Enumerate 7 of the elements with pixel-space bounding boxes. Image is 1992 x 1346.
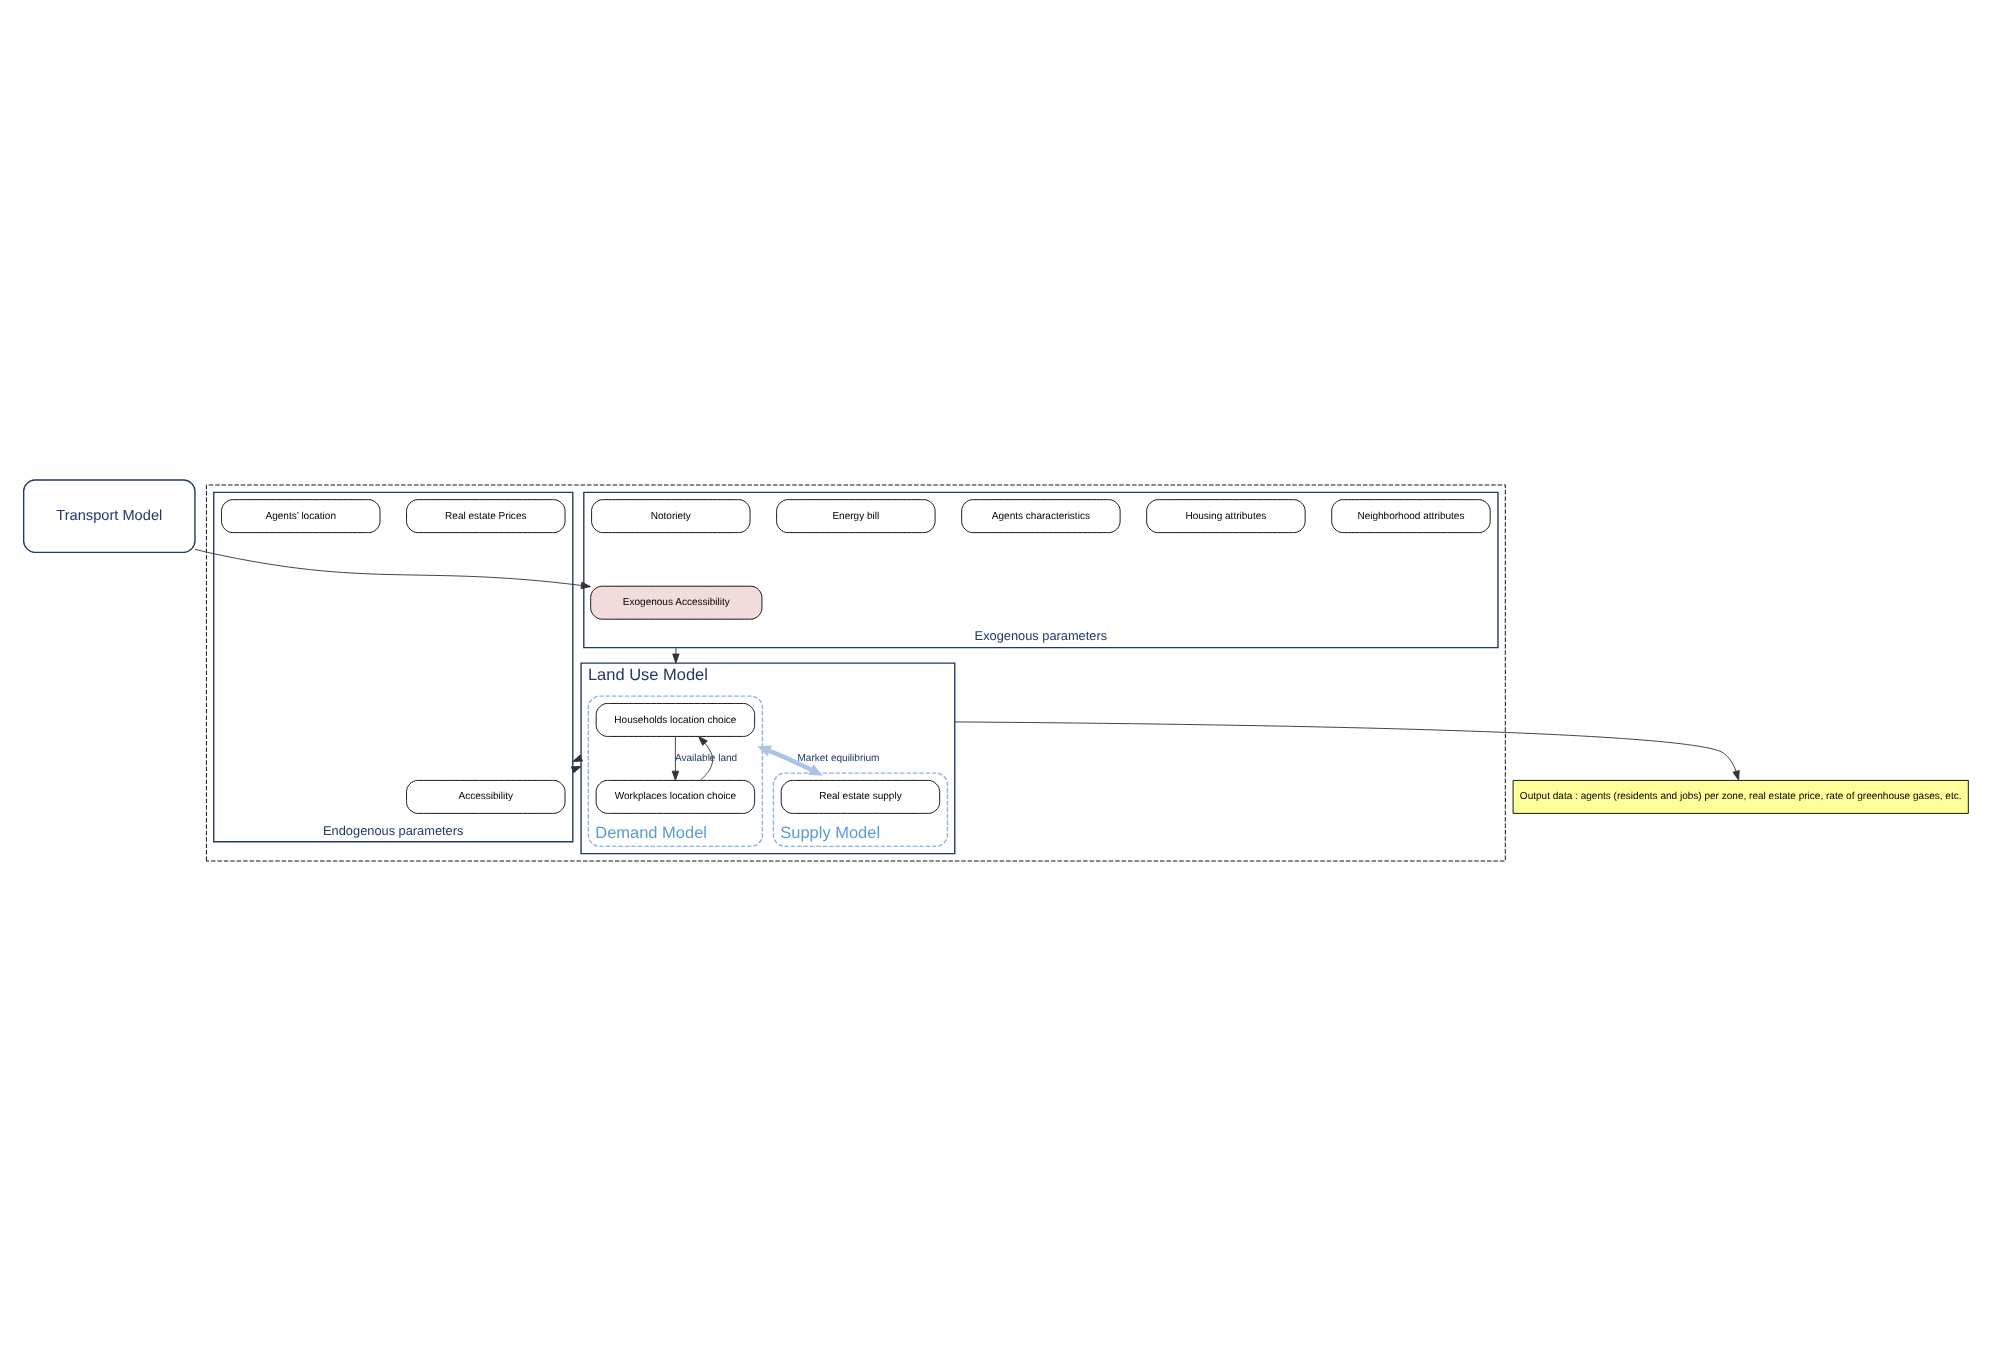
arrow <box>954 721 1740 781</box>
cluster <box>205 484 1506 862</box>
arrow <box>757 745 823 776</box>
arrow <box>698 736 714 781</box>
node-box: Transport Model <box>23 479 196 553</box>
arrow <box>672 647 680 664</box>
arrow <box>671 736 680 781</box>
